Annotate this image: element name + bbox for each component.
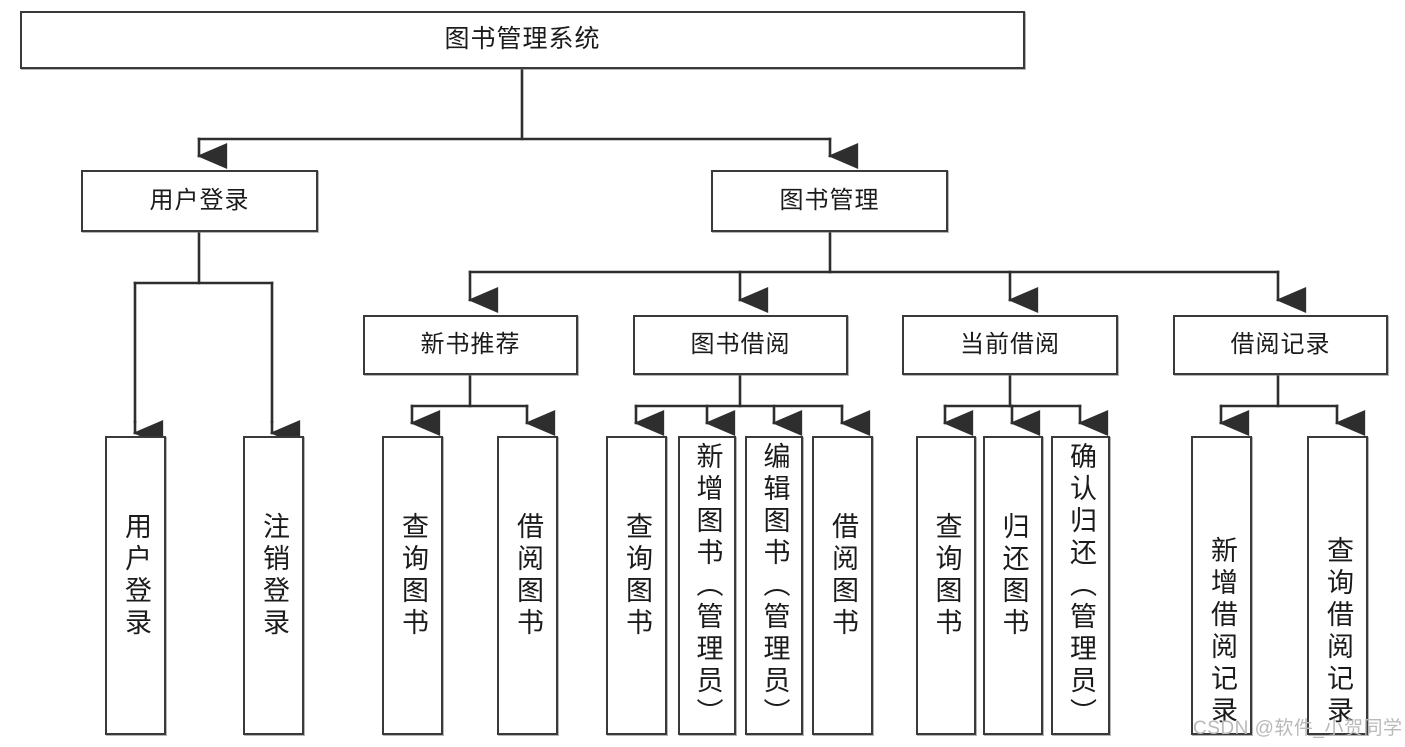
csdn-watermark: CSDN @软件_小贺同学 <box>1193 718 1403 739</box>
node-label: 借阅记录 <box>1230 330 1331 358</box>
leaf-node-edit-book-admin[interactable]: 编辑图书（管理员） <box>745 436 803 735</box>
leaf-node-add-book-admin[interactable]: 新增图书（管理员） <box>678 436 736 735</box>
node-label: 新增借阅记录 <box>1207 536 1237 728</box>
leaf-node-user-login[interactable]: 用户登录 <box>105 436 166 735</box>
node-label: 图书管理 <box>779 186 880 214</box>
node-book-management[interactable]: 图书管理 <box>711 170 948 232</box>
node-borrowing-record[interactable]: 借阅记录 <box>1173 315 1388 375</box>
leaf-node-query-borrow-record[interactable]: 查询借阅记录 <box>1307 436 1368 735</box>
node-new-book-recommendation[interactable]: 新书推荐 <box>363 315 578 375</box>
leaf-node-query-book-borrow[interactable]: 查询图书 <box>606 436 667 735</box>
leaf-node-query-book-current[interactable]: 查询图书 <box>916 436 976 735</box>
node-label: 注销登录 <box>259 512 289 640</box>
node-label: 查询图书 <box>931 512 962 640</box>
node-label: 图书借阅 <box>690 330 791 358</box>
node-label: 查询图书 <box>398 512 428 640</box>
node-current-borrowing[interactable]: 当前借阅 <box>902 315 1118 375</box>
node-label: 借阅图书 <box>513 512 543 640</box>
node-label: 用户登录 <box>149 186 250 214</box>
leaf-node-add-borrow-record[interactable]: 新增借阅记录 <box>1191 436 1252 735</box>
leaf-node-return-book[interactable]: 归还图书 <box>983 436 1043 735</box>
node-label: 当前借阅 <box>960 330 1060 358</box>
node-book-borrowing[interactable]: 图书借阅 <box>633 315 848 375</box>
node-label: 归还图书 <box>998 512 1029 640</box>
node-root-book-management-system[interactable]: 图书管理系统 <box>20 11 1025 69</box>
leaf-node-query-book-recommend[interactable]: 查询图书 <box>382 436 443 735</box>
node-label: 借阅图书 <box>828 512 858 640</box>
leaf-node-logout[interactable]: 注销登录 <box>243 436 304 735</box>
node-label: 确认归还（管理员） <box>1066 442 1096 730</box>
node-label: 图书管理系统 <box>444 25 601 54</box>
leaf-node-borrow-book[interactable]: 借阅图书 <box>812 436 873 735</box>
node-user-login[interactable]: 用户登录 <box>81 170 318 232</box>
node-label: 查询借阅记录 <box>1323 536 1353 728</box>
node-label: 用户登录 <box>121 512 151 640</box>
leaf-node-confirm-return-admin[interactable]: 确认归还（管理员） <box>1051 436 1110 735</box>
node-label: 新增图书（管理员） <box>692 442 723 730</box>
node-label: 查询图书 <box>622 512 652 640</box>
leaf-node-borrow-book-recommend[interactable]: 借阅图书 <box>497 436 558 735</box>
node-label: 编辑图书（管理员） <box>759 442 790 730</box>
node-label: 新书推荐 <box>420 330 521 358</box>
